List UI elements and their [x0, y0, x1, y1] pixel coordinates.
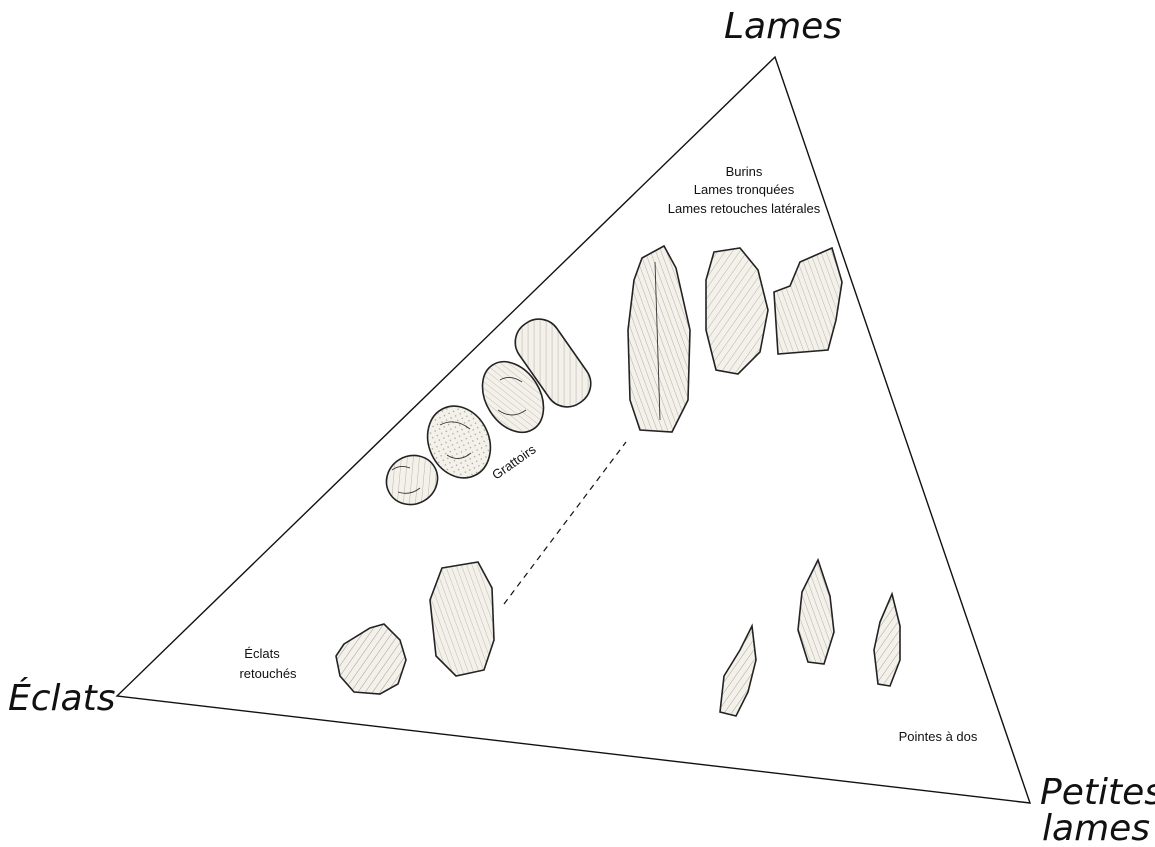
vertex-label-top: Lames: [724, 6, 842, 47]
group-label-lames-tronquees: Lames tronquées: [694, 182, 795, 197]
tool-burin-2: [774, 248, 842, 354]
vertex-label-left: Éclats: [8, 677, 115, 719]
tool-pointe-1: [720, 626, 756, 716]
tool-burin-1: [706, 248, 768, 374]
dashed-connector: [504, 442, 626, 604]
group-label-lames-retouches: Lames retouches latérales: [668, 201, 821, 216]
tool-lame-long: [628, 246, 690, 432]
group-label-eclats-2: retouchés: [239, 666, 297, 681]
tool-pointe-3: [874, 594, 900, 686]
tool-eclat-1: [336, 624, 406, 694]
group-label-pointes: Pointes à dos: [899, 729, 978, 744]
triangle-outline: [117, 57, 1030, 803]
tool-pointe-2: [798, 560, 834, 664]
group-label-eclats-1: Éclats: [244, 646, 280, 661]
tool-eclat-2: [430, 562, 494, 676]
group-label-burins: Burins: [726, 164, 763, 179]
vertex-label-right-2: lames: [1042, 808, 1150, 847]
vertex-label-right-1: Petites: [1040, 772, 1155, 813]
group-label-grattoirs: Grattoirs: [489, 441, 539, 482]
